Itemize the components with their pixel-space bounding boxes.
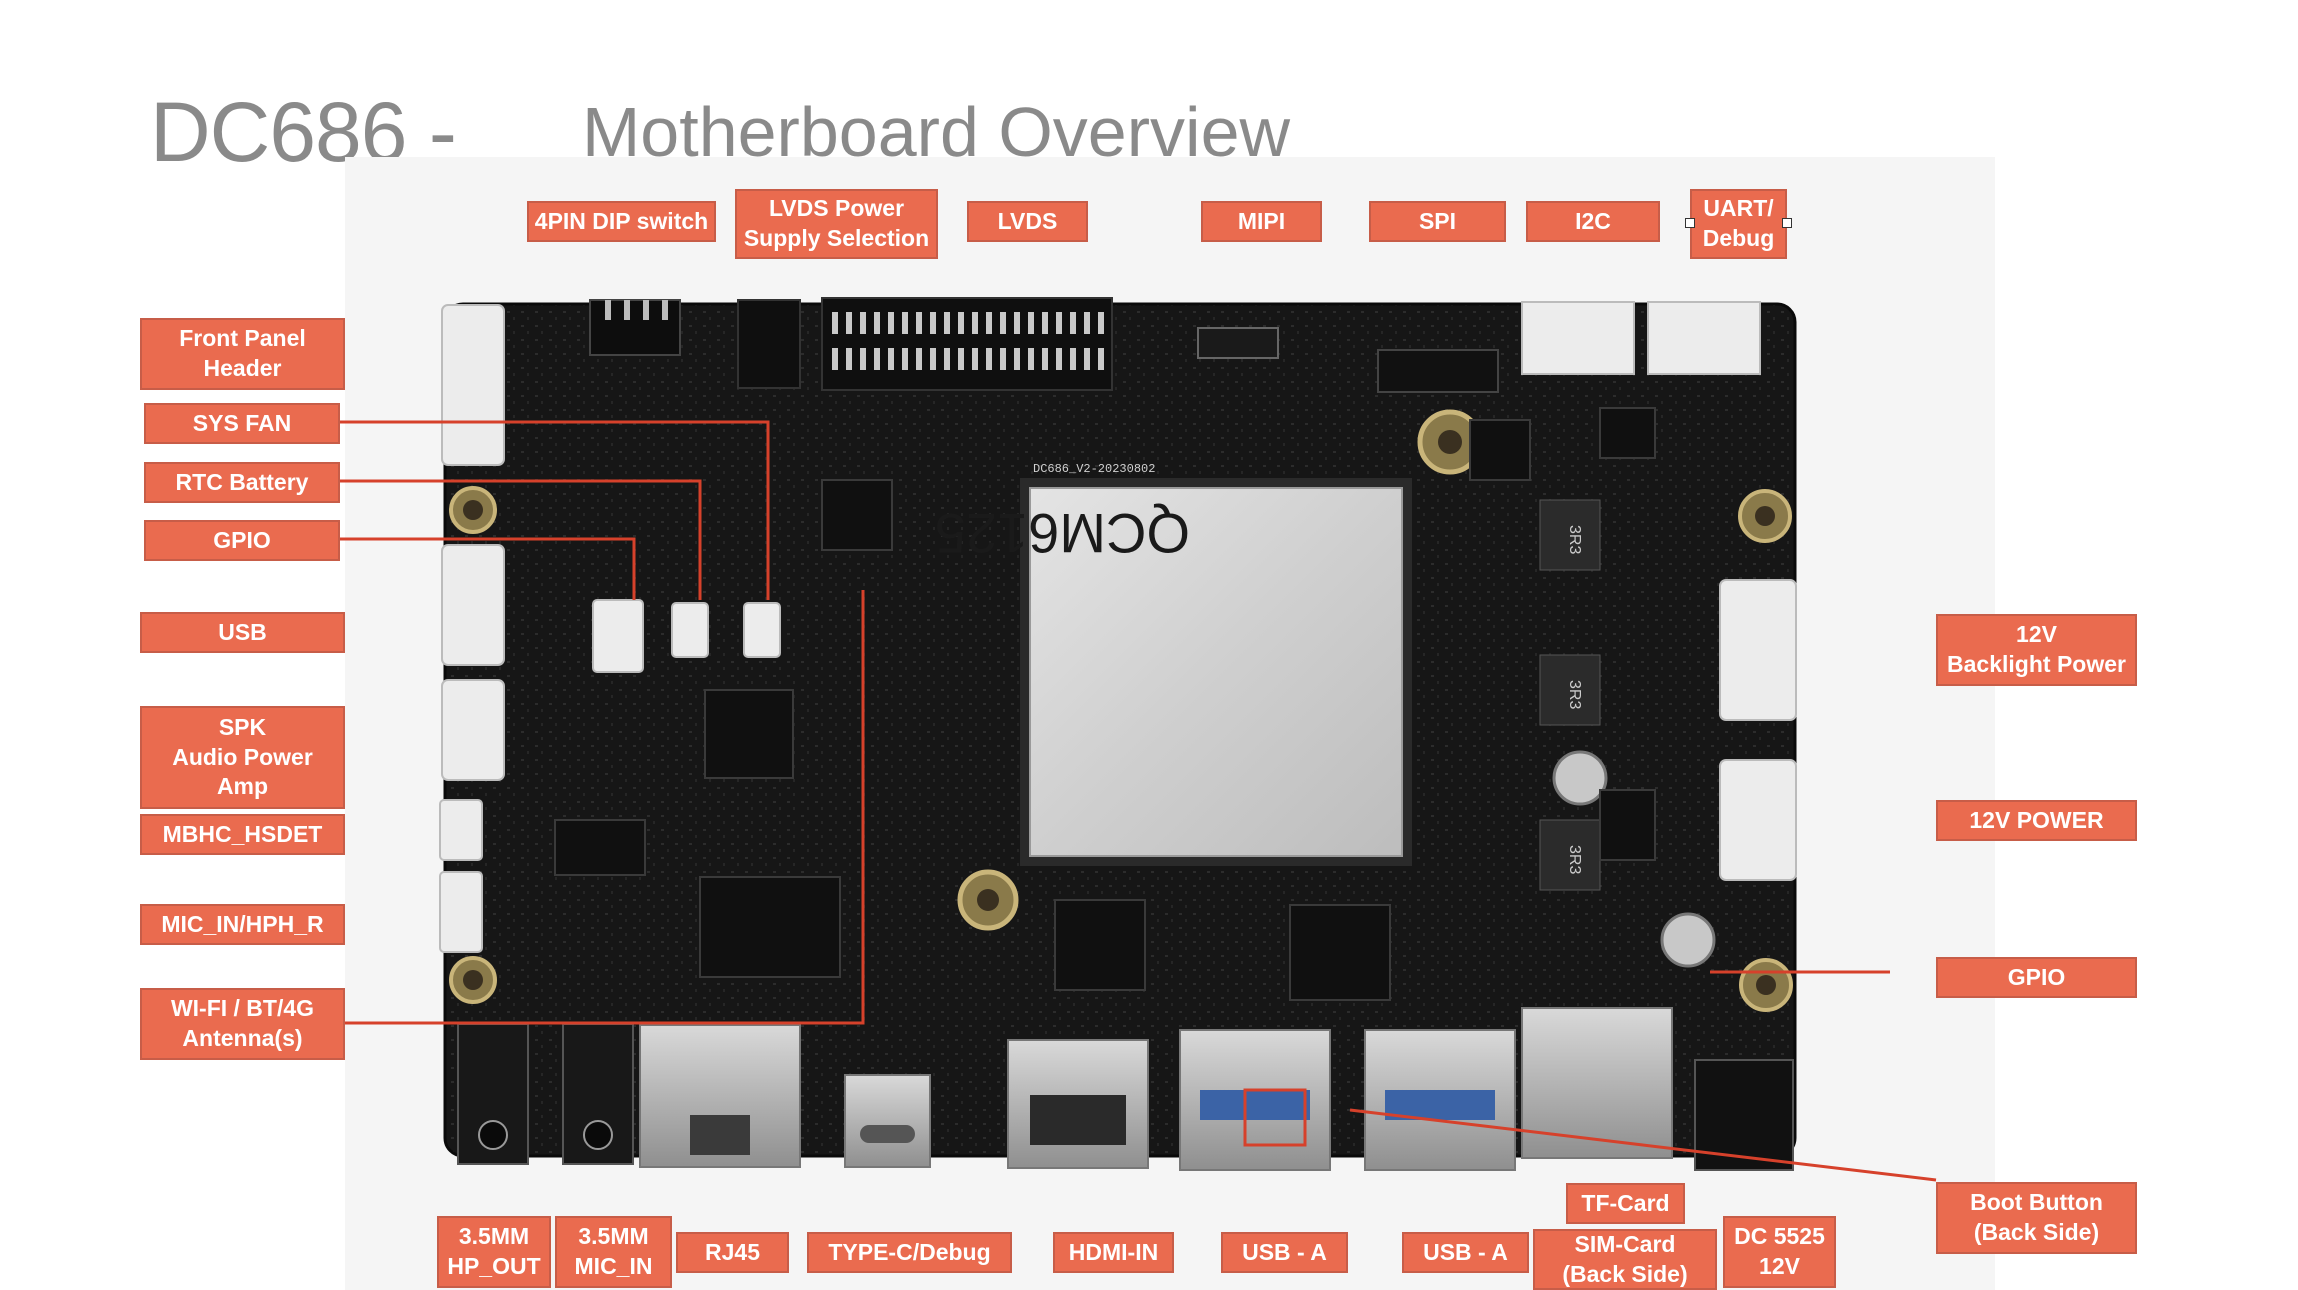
header-pin — [944, 312, 950, 334]
header-pin — [1056, 348, 1062, 370]
label-rj45: RJ45 — [676, 1232, 789, 1273]
header-pin — [1084, 348, 1090, 370]
bottom-connectors — [457, 1007, 1794, 1171]
header-pin — [832, 312, 838, 334]
label-dc5525: DC 5525 12V — [1723, 1216, 1836, 1288]
label-spk: SPK Audio Power Amp — [140, 706, 345, 809]
header-pin — [1028, 348, 1034, 370]
label-tf-card: TF-Card — [1566, 1183, 1685, 1224]
ics — [554, 407, 1656, 1001]
leader-gpio-left — [338, 537, 636, 600]
header-pin — [972, 312, 978, 334]
label-gpio-left: GPIO — [144, 520, 340, 561]
inductor-label: 3R3 — [1566, 525, 1583, 554]
leader-lines — [338, 420, 1937, 1182]
label-usb-a-1: USB - A — [1221, 1232, 1348, 1273]
label-mic-in: 3.5MM MIC_IN — [555, 1216, 672, 1288]
header-pin — [930, 348, 936, 370]
selection-handle-right — [1782, 218, 1792, 228]
left-connectors — [439, 304, 781, 953]
soc-shield — [1029, 487, 1403, 857]
label-uart: UART/ Debug — [1690, 189, 1787, 259]
header-pin — [902, 348, 908, 370]
boot-button-highlight — [1243, 1088, 1307, 1147]
leader-sys-fan — [338, 420, 770, 600]
right-connectors — [1719, 579, 1797, 881]
label-rtc-battery: RTC Battery — [144, 462, 340, 503]
label-mbhc: MBHC_HSDET — [140, 814, 345, 855]
header-pin — [874, 348, 880, 370]
label-lvds: LVDS — [967, 201, 1088, 242]
inductor-label: 3R3 — [1566, 680, 1583, 709]
label-hdmi-in: HDMI-IN — [1053, 1232, 1174, 1273]
header-pin — [860, 312, 866, 334]
top-connectors — [589, 297, 1761, 393]
header-pin — [1056, 312, 1062, 334]
header-pin — [958, 348, 964, 370]
label-type-c: TYPE-C/Debug — [807, 1232, 1012, 1273]
label-usb-a-2: USB - A — [1402, 1232, 1529, 1273]
header-pin — [986, 312, 992, 334]
capacitors — [1552, 750, 1716, 968]
label-spi: SPI — [1369, 201, 1506, 242]
header-pin — [1000, 348, 1006, 370]
selection-handle-left — [1685, 218, 1695, 228]
header-pin — [846, 312, 852, 334]
header-pin — [944, 348, 950, 370]
leader-boot — [1349, 1108, 1937, 1182]
header-pin — [874, 312, 880, 334]
label-front-panel: Front Panel Header — [140, 318, 345, 390]
inductors: 3R3 3R3 3R3 — [1539, 499, 1601, 891]
inductor-label: 3R3 — [1566, 845, 1583, 874]
label-usb: USB — [140, 612, 345, 653]
header-pin — [1014, 312, 1020, 334]
header-pin — [1028, 312, 1034, 334]
label-sim-card: SIM-Card (Back Side) — [1533, 1229, 1717, 1290]
label-antenna: WI-FI / BT/4G Antenna(s) — [140, 988, 345, 1060]
header-pin — [1098, 312, 1104, 334]
header-pin — [1070, 348, 1076, 370]
header-pin — [1042, 312, 1048, 334]
header-pin — [1014, 348, 1020, 370]
header-pin — [846, 348, 852, 370]
header-pin — [1084, 312, 1090, 334]
mounting-holes — [449, 409, 1793, 1012]
header-pin — [888, 312, 894, 334]
label-lvds-power: LVDS Power Supply Selection — [735, 189, 938, 259]
label-backlight: 12V Backlight Power — [1936, 614, 2137, 686]
header-pin — [902, 312, 908, 334]
header-pin — [916, 312, 922, 334]
header-pin — [1000, 312, 1006, 334]
header-pin — [1042, 348, 1048, 370]
label-12v-power: 12V POWER — [1936, 800, 2137, 841]
label-boot-button: Boot Button (Back Side) — [1936, 1182, 2137, 1254]
label-gpio-right: GPIO — [1936, 957, 2137, 998]
header-pin — [888, 348, 894, 370]
label-hp-out: 3.5MM HP_OUT — [437, 1216, 551, 1288]
label-dip-switch: 4PIN DIP switch — [527, 201, 716, 242]
header-pin — [972, 348, 978, 370]
header-pin — [916, 348, 922, 370]
label-i2c: I2C — [1526, 201, 1660, 242]
header-pin — [1098, 348, 1104, 370]
board-silkscreen: DC686_V2-20230802 — [1033, 462, 1155, 476]
header-pin — [958, 312, 964, 334]
label-mic-hph: MIC_IN/HPH_R — [140, 904, 345, 945]
soc-chip-label: QCM6125 — [935, 502, 1190, 565]
label-mipi: MIPI — [1201, 201, 1322, 242]
header-pin — [1070, 312, 1076, 334]
leader-antenna — [338, 590, 865, 1025]
label-sys-fan: SYS FAN — [144, 403, 340, 444]
header-pin — [860, 348, 866, 370]
header-pin — [930, 312, 936, 334]
leader-rtc — [338, 479, 702, 600]
header-pin — [986, 348, 992, 370]
header-pin — [832, 348, 838, 370]
